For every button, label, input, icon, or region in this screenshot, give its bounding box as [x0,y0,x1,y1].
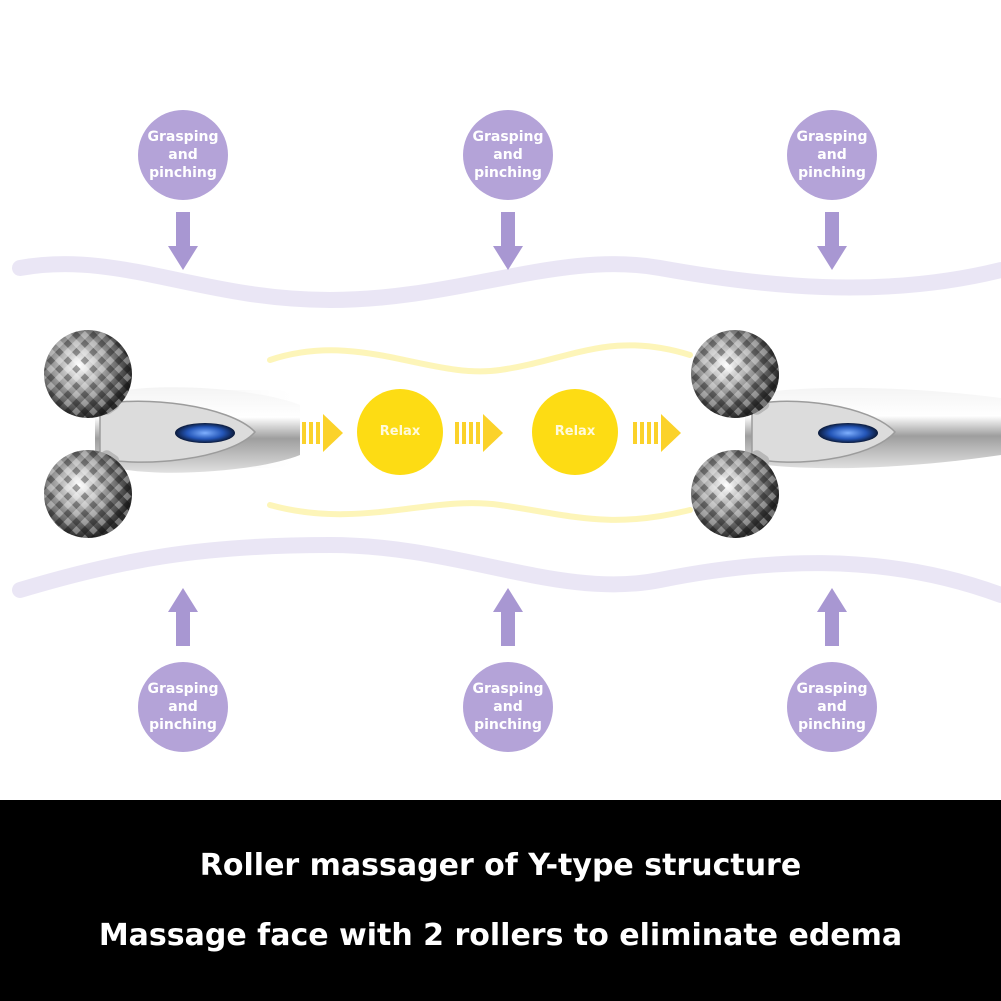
circle-top-1: Grasping and pinching [138,110,228,200]
relax-circle-1: Relax [357,389,443,475]
relax-circle-2: Relax [532,389,618,475]
circle-label: Grasping and pinching [147,681,219,733]
circle-bottom-2: Grasping and pinching [463,662,553,752]
up-arrow-group [168,588,847,646]
arrow-right-icon [455,414,503,452]
right-arrow-group [295,414,681,452]
arrow-up-icon [817,588,847,646]
circle-bottom-3: Grasping and pinching [787,662,877,752]
caption-line-1: Roller massager of Y-type structure [199,848,802,883]
purple-wave-bottom [12,536,1001,603]
circle-bottom-1: Grasping and pinching [138,662,228,752]
arrow-up-icon [493,588,523,646]
arrow-right-icon [633,414,681,452]
yellow-wave-bottom [267,500,693,523]
circle-label: Grasping and pinching [796,681,868,733]
circle-top-2: Grasping and pinching [463,110,553,200]
caption-banner: Roller massager of Y-type structure Mass… [0,800,1001,1001]
down-arrow-group [168,212,847,270]
led-indicator-icon [175,423,235,443]
circle-label: Grasping and pinching [147,129,219,181]
circle-label: Grasping and pinching [796,129,868,181]
arrow-up-icon [168,588,198,646]
yellow-wave-top [267,342,693,375]
arrow-down-icon [493,212,523,270]
arrow-down-icon [817,212,847,270]
circle-top-3: Grasping and pinching [787,110,877,200]
circle-label: Grasping and pinching [472,681,544,733]
relax-label: Relax [554,424,596,439]
arrow-down-icon [168,212,198,270]
illustration-area: Grasping and pinching Grasping and pinch… [12,110,1001,752]
caption-line-2: Massage face with 2 rollers to eliminate… [98,918,903,953]
led-indicator-icon [818,423,878,443]
y-roller-right [691,330,1001,538]
circle-label: Grasping and pinching [472,129,544,181]
relax-label: Relax [379,424,421,439]
y-roller-left [44,330,305,538]
purple-wave-top [12,256,1001,309]
illustration-svg [12,212,1001,646]
